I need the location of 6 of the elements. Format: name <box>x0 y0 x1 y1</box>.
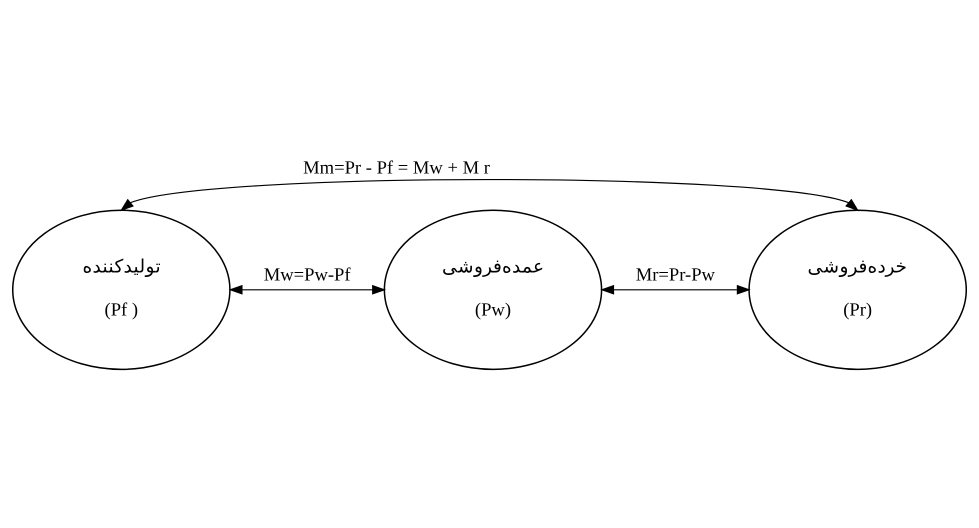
arrow <box>228 284 386 295</box>
edge-label: Mw=Pw-Pf <box>264 264 351 286</box>
arrow <box>120 179 860 212</box>
edge-label: Mr=Pr-Pw <box>636 264 715 286</box>
edge-label: Mm=Pr - Pf = Mw + M r <box>303 158 490 179</box>
arrow <box>600 284 751 295</box>
